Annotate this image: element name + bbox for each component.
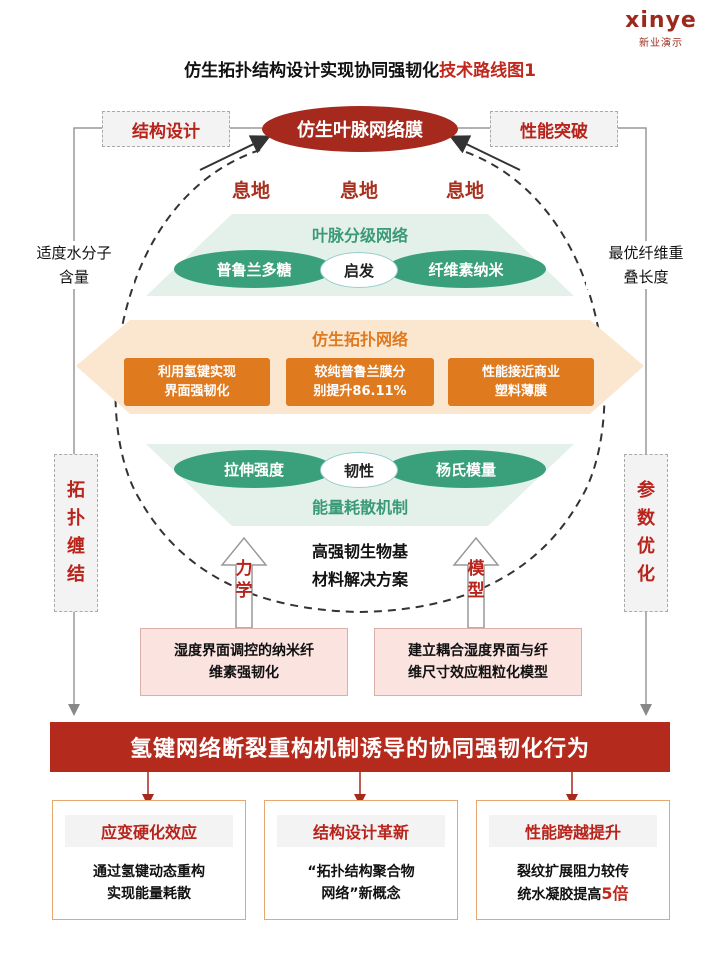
- topology-char-2: 扑: [67, 508, 85, 529]
- strain-hardening-head: 应变硬化效应: [65, 815, 233, 847]
- topology-char-3: 缠: [67, 536, 85, 557]
- performance-leap-body: 裂纹扩展阻力较传 统水凝胶提高5倍: [477, 861, 669, 906]
- param-char-2: 数: [637, 508, 655, 529]
- topology-char-4: 结: [67, 564, 85, 585]
- leaf-hierarchy-label: 叶脉分级网络: [311, 226, 408, 245]
- mechanics-arrow-label: 力 学: [234, 555, 254, 605]
- structure-innovation-body: “拓扑结构聚合物 网络”新概念: [265, 861, 457, 905]
- pullulan-label: 普鲁兰多糖: [216, 260, 292, 279]
- structure-innovation-line2: 网络”新概念: [321, 886, 401, 902]
- mechanics-char-2: 学: [235, 581, 253, 601]
- cellulose-nano-ellipse: 纤维素纳米: [386, 250, 546, 288]
- youngs-modulus-ellipse: 杨氏模量: [386, 450, 546, 488]
- left-side-line1: 适度水分子: [36, 244, 112, 262]
- performance-leap-head: 性能跨越提升: [489, 815, 657, 847]
- pullulan-ellipse: 普鲁兰多糖: [174, 250, 334, 288]
- model-char-2: 型: [467, 581, 485, 601]
- hydrogen-bond-line1: 利用氢键实现: [157, 365, 236, 380]
- improvement-box: 较纯普鲁兰膜分 别提升86.11%: [286, 358, 434, 406]
- model-arrow-label: 模 型: [466, 555, 486, 605]
- parameter-optimization-box: 参 数 优 化: [624, 454, 668, 612]
- right-side-line2: 叠长度: [623, 268, 669, 286]
- energy-dissipation-label: 能量耗散机制: [311, 498, 408, 517]
- strain-hardening-line1: 通过氢键动态重构: [93, 864, 205, 880]
- commercial-plastic-line2: 塑料薄膜: [494, 384, 547, 399]
- structure-design-label: 结构设计: [132, 121, 200, 142]
- humidity-interface-line1: 湿度界面调控的纳米纤: [174, 643, 314, 659]
- left-side-text: 适度水分子 含量: [14, 241, 134, 289]
- commercial-plastic-box: 性能接近商业 塑料薄膜: [448, 358, 594, 406]
- humidity-interface-line2: 维素强韧化: [209, 665, 279, 681]
- toughness-ellipse: 韧性: [320, 452, 398, 488]
- performance-leap-line2: 统水凝胶提高5倍: [477, 883, 669, 906]
- performance-leap-line2-text: 统水凝胶提高: [517, 887, 602, 903]
- conclusion-banner: 氢键网络断裂重构机制诱导的协同强韧化行为: [50, 722, 670, 772]
- inspire-ellipse: 启发: [320, 252, 398, 288]
- logo-subtitle: 新业演示: [639, 38, 683, 49]
- brand-logo: xinye 新业演示: [616, 8, 706, 49]
- solution-line2: 材料解决方案: [311, 570, 408, 589]
- coarse-grained-model-box: 建立耦合湿度界面与纤 维尺寸效应粗粒化模型: [374, 628, 582, 696]
- right-side-line1: 最优纤维重: [608, 244, 684, 262]
- mechanics-char-1: 力: [235, 559, 253, 579]
- solution-text: 高强韧生物基 材料解决方案: [260, 538, 460, 594]
- strain-hardening-line2: 实现能量耗散: [107, 886, 191, 902]
- topology-char-1: 拓: [67, 480, 85, 501]
- logo-word: xinye: [625, 8, 697, 33]
- conclusion-banner-text: 氢键网络断裂重构机制诱导的协同强韧化行为: [129, 737, 590, 762]
- strain-hardening-body: 通过氢键动态重构 实现能量耗散: [53, 861, 245, 905]
- performance-breakthrough-label: 性能突破: [520, 121, 588, 142]
- topology-entangle-box: 拓 扑 缠 结: [54, 454, 98, 612]
- page-title: 仿生拓扑结构设计实现协同强韧化技术路线图1: [0, 56, 720, 81]
- param-char-3: 优: [637, 536, 655, 557]
- structure-design-box: 结构设计: [102, 111, 230, 147]
- hydrogen-bond-box: 利用氢键实现 界面强韧化: [124, 358, 270, 406]
- bionic-leaf-membrane-pill: 仿生叶脉网络膜: [262, 106, 458, 152]
- structure-innovation-card: 结构设计革新 “拓扑结构聚合物 网络”新概念: [264, 800, 458, 920]
- performance-leap-multiplier: 5倍: [601, 884, 629, 903]
- improvement-line1: 较纯普鲁兰膜分: [314, 365, 406, 380]
- xidi-label-1: 息地: [232, 180, 271, 202]
- hydrogen-bond-line2: 界面强韧化: [164, 384, 230, 399]
- performance-breakthrough-box: 性能突破: [490, 111, 618, 147]
- toughness-label: 韧性: [343, 461, 374, 480]
- model-char-1: 模: [467, 559, 485, 579]
- humidity-interface-box: 湿度界面调控的纳米纤 维素强韧化: [140, 628, 348, 696]
- param-char-1: 参: [637, 480, 655, 501]
- strain-hardening-title: 应变硬化效应: [100, 823, 197, 842]
- youngs-modulus-label: 杨氏模量: [435, 460, 496, 479]
- left-side-line2: 含量: [58, 268, 89, 286]
- title-main: 仿生拓扑结构设计实现协同强韧化: [184, 61, 440, 81]
- strain-hardening-card: 应变硬化效应 通过氢键动态重构 实现能量耗散: [52, 800, 246, 920]
- param-char-4: 化: [637, 564, 655, 585]
- tensile-strength-ellipse: 拉伸强度: [174, 450, 334, 488]
- structure-innovation-title: 结构设计革新: [312, 823, 409, 842]
- xidi-label-2: 息地: [340, 180, 379, 202]
- title-highlight: 技术路线图1: [439, 61, 536, 81]
- commercial-plastic-line1: 性能接近商业: [481, 365, 560, 380]
- structure-innovation-head: 结构设计革新: [277, 815, 445, 847]
- bionic-topology-label: 仿生拓扑网络: [311, 330, 408, 349]
- cellulose-nano-label: 纤维素纳米: [428, 260, 504, 279]
- performance-leap-title: 性能跨越提升: [524, 823, 621, 842]
- structure-innovation-line1: “拓扑结构聚合物: [307, 864, 415, 880]
- coarse-grained-model-line1: 建立耦合湿度界面与纤: [408, 643, 548, 659]
- right-side-text: 最优纤维重 叠长度: [586, 241, 706, 289]
- coarse-grained-model-line2: 维尺寸效应粗粒化模型: [408, 665, 548, 681]
- solution-line1: 高强韧生物基: [311, 542, 408, 561]
- xidi-label-3: 息地: [446, 180, 485, 202]
- improvement-line2: 别提升86.11%: [313, 384, 407, 399]
- inspire-label: 启发: [343, 261, 374, 280]
- bionic-leaf-membrane-label: 仿生叶脉网络膜: [297, 120, 423, 141]
- performance-leap-card: 性能跨越提升 裂纹扩展阻力较传 统水凝胶提高5倍: [476, 800, 670, 920]
- tensile-strength-label: 拉伸强度: [223, 460, 284, 479]
- performance-leap-line1: 裂纹扩展阻力较传: [517, 864, 629, 880]
